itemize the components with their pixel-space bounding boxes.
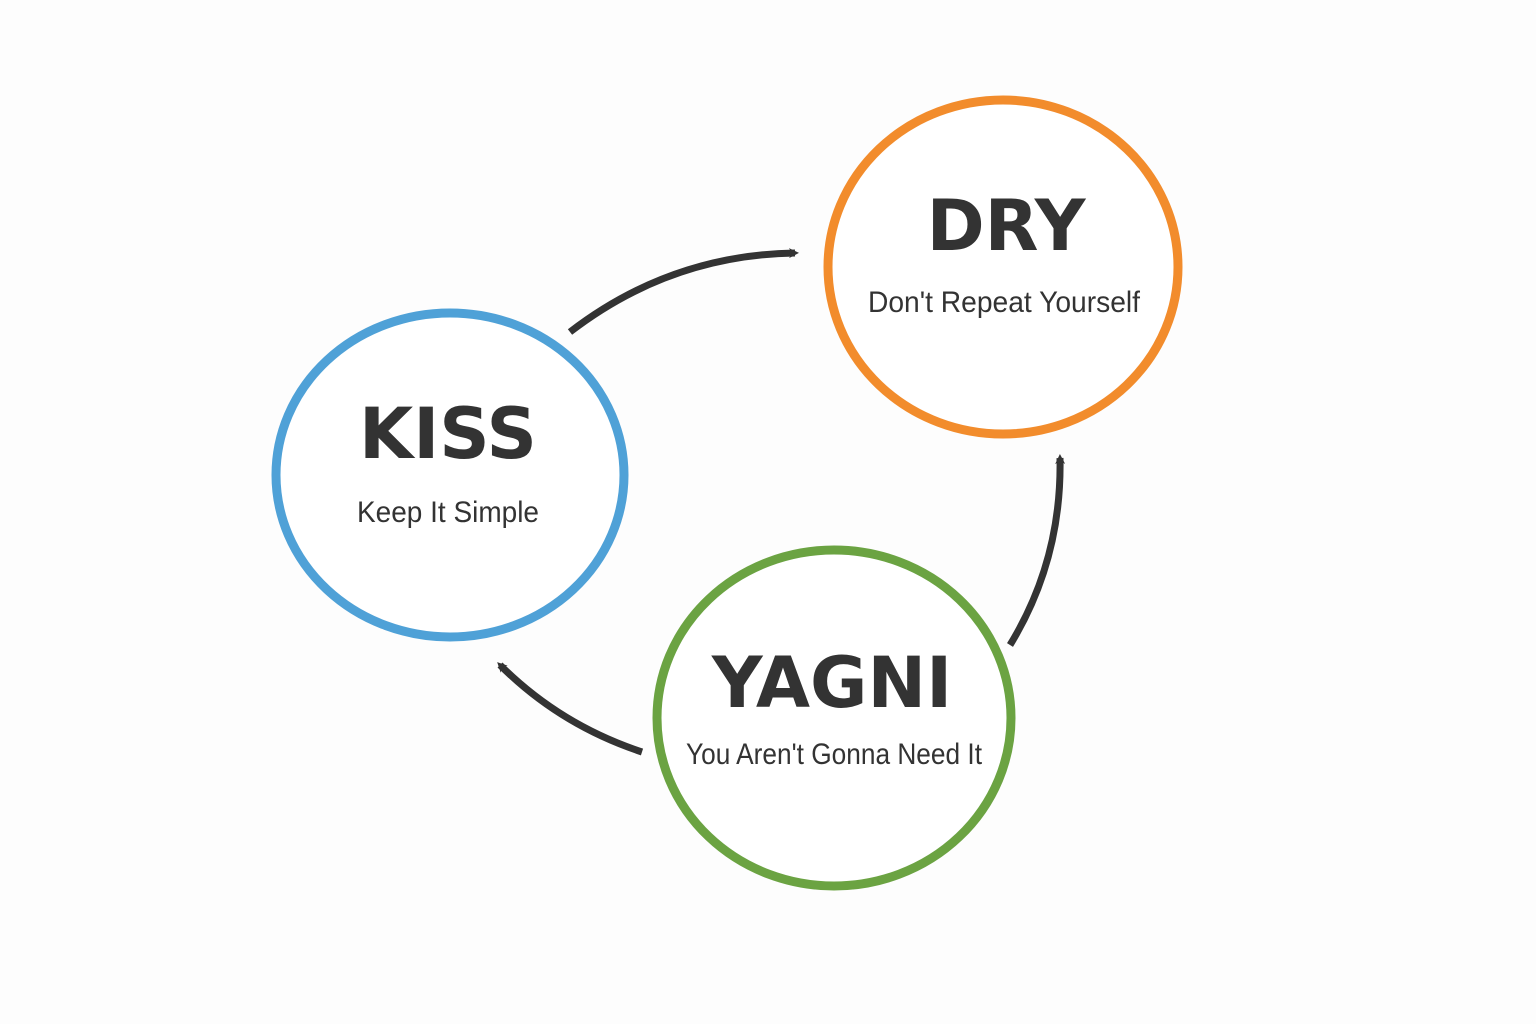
yagni-node: YAGNI You Aren't Gonna Need It — [652, 545, 1016, 891]
dry-subtitle: Don't Repeat Yourself — [868, 286, 1141, 319]
kiss-node: KISS Keep It Simple — [271, 308, 629, 642]
yagni-circle — [652, 545, 1016, 891]
yagni-title: YAGNI — [711, 642, 952, 724]
arrow-yagni-to-kiss — [497, 662, 644, 756]
kiss-subtitle: Keep It Simple — [357, 496, 539, 529]
kiss-circle — [271, 308, 629, 642]
dry-title: DRY — [927, 185, 1087, 267]
arrow-yagni-to-dry — [1007, 454, 1066, 647]
dry-node: DRY Don't Repeat Yourself — [823, 95, 1183, 439]
kiss-title: KISS — [359, 393, 537, 475]
arrow-kiss-to-dry — [567, 248, 799, 335]
dry-circle — [823, 95, 1183, 439]
yagni-subtitle: You Aren't Gonna Need It — [686, 738, 983, 771]
